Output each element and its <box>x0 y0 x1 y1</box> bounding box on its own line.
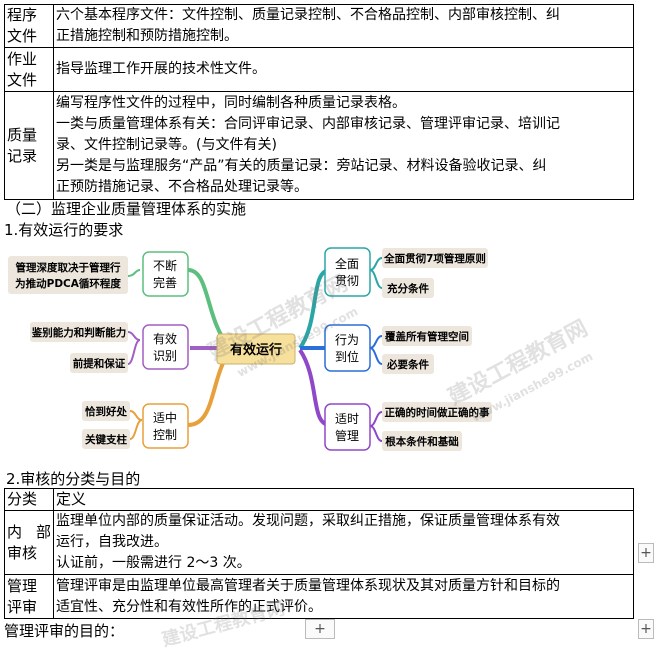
mindmap-leaf <box>82 401 130 421</box>
leaf-connector <box>369 257 383 271</box>
mindmap-node-xingwei <box>324 324 371 372</box>
text-line: 正预防措施记录、不合格品处理记录等。 <box>56 179 308 195</box>
text-line: 正措施控制和预防措施控制。 <box>56 28 238 44</box>
mindmap-leaf <box>382 431 462 451</box>
mindmap-node-label-line: 适时 <box>335 412 359 426</box>
add-row-button-bottom[interactable]: + <box>638 619 654 639</box>
subsection-title-1: 1.有效运行的要求 <box>4 221 124 239</box>
mindmap-node-label-line: 有效 <box>153 331 177 346</box>
mindmap-leaf <box>82 429 130 449</box>
text-line: 一类与质量管理体系有关：合同评审记录、内部审核记录、管理评审记录、培训记 <box>56 116 560 132</box>
mindmap-leaf <box>382 278 434 298</box>
mindmap-center-label: 有效运行 <box>230 342 282 358</box>
text-line: 编写程序性文件的过程中，同时编制各种质量记录表格。 <box>56 95 406 111</box>
mindmap-leaf-label: 根本条件和基础 <box>385 435 459 448</box>
mindmap-node-youxiao <box>142 324 189 370</box>
mindmap-leaf-label: 充分条件 <box>387 282 429 295</box>
mindmap-node-label-line: 到位 <box>335 349 359 364</box>
table1-cell-record: 编写程序性文件的过程中，同时编制各种质量记录表格。 一类与质量管理体系有关：合同… <box>53 91 634 200</box>
document-table-2: 分类 定义 内部审核 监理单位内部的质量保证活动。发现问题，采取纠正措施，保证质… <box>4 488 634 619</box>
table1-label-procedure: 程序文件 <box>4 4 54 48</box>
mindmap-node-label-line: 完善 <box>153 275 177 290</box>
table2-cell-management-review: 管理评审是由监理单位最高管理者关于质量管理体系现状及其对质量方针和目标的 适宜性… <box>53 574 634 619</box>
mindmap-leaf <box>382 402 492 422</box>
table2-header-category: 分类 <box>4 488 54 511</box>
mindmap-node-label-line: 全面 <box>335 256 359 271</box>
table2-header-definition: 定义 <box>53 488 634 511</box>
mind-map: 有效运行 不断 完善 有效 识别 适中 控制 全面 贯彻 行为 到位 适时 管理… <box>8 247 492 451</box>
mindmap-leaf-label: 必要条件 <box>386 358 429 371</box>
mindmap-leaf-label: 全面贯彻7项管理原则 <box>383 252 486 265</box>
mindmap-node-buduan <box>142 251 189 297</box>
mindmap-leaf-label: 管理深度取决于管理行 <box>16 261 121 274</box>
add-column-button[interactable]: + <box>305 619 335 639</box>
mindmap-leaf-label: 关键支柱 <box>85 433 127 446</box>
leaf-connector <box>369 335 383 349</box>
document-table-1: 程序文件 六个基本程序文件：文件控制、质量记录控制、不合格品控制、内部审核控制、… <box>4 4 634 200</box>
mindmap-node-label-line: 控制 <box>153 428 177 442</box>
text-line: 录、文件控制记录等。(与文件有关) <box>56 137 277 153</box>
mindmap-node-shizhong <box>142 403 189 449</box>
text-line: 另一类是与监理服务“产品”有关的质量记录：旁站记录、材料设备验收记录、纠 <box>56 158 547 174</box>
mindmap-node-label-line: 管理 <box>335 428 359 443</box>
mindmap-leaf <box>30 322 128 342</box>
table2-label-internal-audit: 内部审核 <box>4 510 54 575</box>
leaf-connector <box>127 269 141 277</box>
section-title: （二）监理企业质量管理体系的实施 <box>6 200 247 218</box>
text-line: 管理评审是由监理单位最高管理者关于质量管理体系现状及其对质量方针和目标的 <box>56 577 560 594</box>
table1-label-work: 作业文件 <box>4 47 54 92</box>
mindmap-node-label-line: 识别 <box>153 349 177 363</box>
leaf-connector <box>127 339 141 365</box>
leaf-connector <box>369 425 383 442</box>
leaf-connector <box>369 347 383 365</box>
mindmap-leaf <box>382 326 472 346</box>
mindmap-leaf <box>8 256 128 294</box>
mindmap-node-label-line: 不断 <box>153 258 177 273</box>
mindmap-leaf <box>382 248 488 268</box>
mindmap-leaf <box>382 354 434 374</box>
bottom-line-text: 管理评审的目的： <box>4 622 125 640</box>
leaf-connector <box>129 410 143 421</box>
mindmap-leaf-label: 覆盖所有管理空间 <box>385 330 469 343</box>
mindmap-leaf-label: 为推动PDCA循环程度 <box>15 277 121 290</box>
text-line: 适宜性、充分性和有效性所作的正式评价。 <box>56 598 322 615</box>
table2-label-management-review: 管理评审 <box>4 574 54 619</box>
mindmap-leaf <box>70 353 128 373</box>
add-row-button[interactable]: + <box>638 543 654 563</box>
text-line: 监理单位内部的质量保证活动。发现问题，采取纠正措施，保证质量管理体系有效 <box>56 513 560 529</box>
leaf-connector <box>369 269 383 289</box>
mindmap-node-label-line: 行为 <box>335 333 359 347</box>
table2-cell-internal-audit: 监理单位内部的质量保证活动。发现问题，采取纠正措施，保证质量管理体系有效 运行，… <box>53 510 634 575</box>
mindmap-leaf-label: 恰到好处 <box>85 405 127 418</box>
table1-label-record: 质量记录 <box>4 91 54 200</box>
mindmap-node-shishi <box>324 403 371 451</box>
leaf-connector <box>127 331 141 341</box>
mindmap-center-node <box>216 333 296 365</box>
text-line: 六个基本程序文件：文件控制、质量记录控制、不合格品控制、内部审核控制、纠 <box>56 7 560 23</box>
text-line: 运行，自我改进。 <box>56 534 168 550</box>
table1-cell-procedure: 六个基本程序文件：文件控制、质量记录控制、不合格品控制、内部审核控制、纠 正措施… <box>53 4 634 48</box>
table1-cell-work: 指导监理工作开展的技术性文件。 <box>53 47 634 92</box>
leaf-connector <box>369 411 383 427</box>
subsection-title-2: 2.审核的分类与目的 <box>6 470 141 488</box>
mindmap-leaf-label: 鉴别能力和判断能力 <box>31 326 127 339</box>
mindmap-node-quanmian <box>324 247 371 297</box>
mindmap-node-label-line: 贯彻 <box>335 274 359 288</box>
mindmap-node-label-line: 适中 <box>153 410 177 425</box>
mindmap-leaf-label: 正确的时间做正确的事 <box>385 406 490 419</box>
text-line: 认证前，一般需进行 2～3 次。 <box>56 555 251 571</box>
mindmap-leaf-label: 前提和保证 <box>73 357 126 370</box>
leaf-connector <box>129 419 143 440</box>
